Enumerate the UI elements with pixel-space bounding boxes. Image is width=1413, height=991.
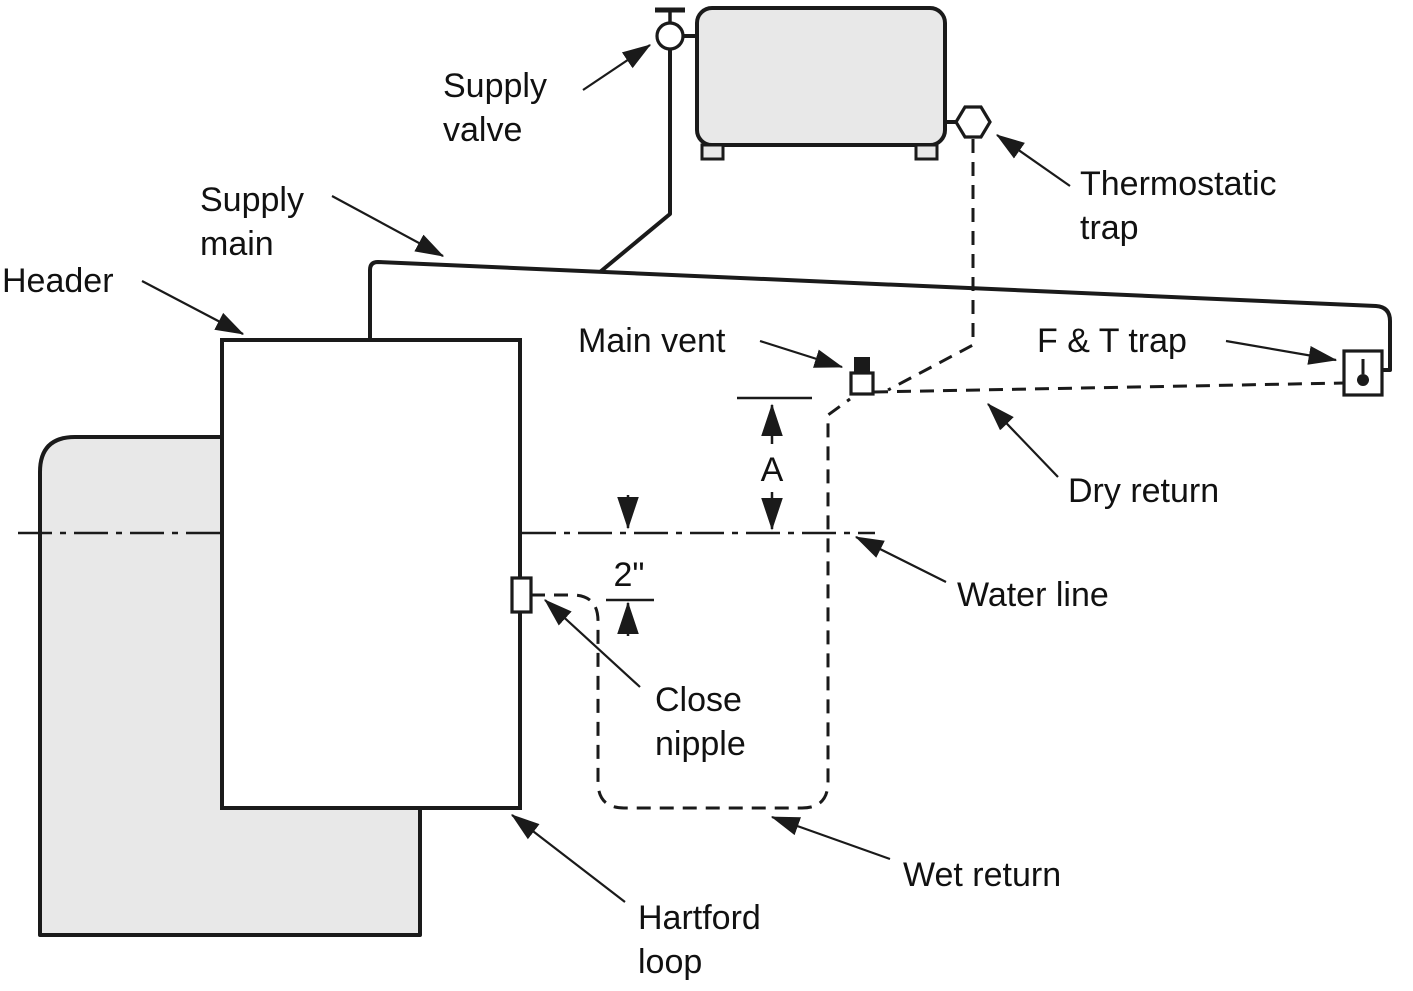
label-supply-main-line1: Supply bbox=[200, 181, 304, 219]
dim-2in-label: 2" bbox=[614, 556, 645, 594]
label-header: Header bbox=[2, 262, 114, 300]
leader-main-vent bbox=[759, 339, 844, 369]
main-vent-body bbox=[849, 371, 875, 396]
label-supply-valve-line2: valve bbox=[443, 111, 522, 149]
label-supply-valve-line1: Supply bbox=[443, 67, 547, 105]
leader-ft-trap bbox=[1225, 339, 1338, 365]
dry-return-line bbox=[873, 381, 1345, 394]
radiator-foot-left bbox=[700, 143, 725, 161]
leader-thermostatic-trap bbox=[996, 134, 1071, 187]
label-main-vent: Main vent bbox=[578, 322, 726, 360]
radiator-supply-pipe bbox=[598, 49, 672, 274]
label-close-nipple-line2: nipple bbox=[655, 725, 746, 763]
supply-valve-symbol bbox=[655, 21, 685, 51]
supply-main-pipe bbox=[368, 260, 1392, 372]
leader-water-line bbox=[854, 536, 947, 583]
leader-hartford-loop bbox=[511, 814, 626, 903]
main-vent-cap bbox=[854, 357, 870, 373]
label-thermostatic-line2: trap bbox=[1080, 209, 1139, 247]
leader-supply-main bbox=[331, 195, 445, 257]
label-close-nipple-line1: Close bbox=[655, 681, 742, 719]
ft-trap-bulb bbox=[1357, 374, 1369, 386]
dim-a-label: A bbox=[761, 451, 784, 489]
thermostatic-trap-symbol bbox=[954, 105, 992, 139]
radiator bbox=[695, 6, 947, 147]
close-nipple bbox=[510, 576, 533, 614]
leader-wet-return bbox=[770, 815, 891, 861]
label-thermostatic-line1: Thermostatic bbox=[1080, 165, 1277, 203]
thermostatic-trap-drop-line bbox=[887, 139, 975, 392]
radiator-foot-right bbox=[914, 143, 939, 161]
leader-header bbox=[141, 280, 245, 335]
label-water-line: Water line bbox=[957, 576, 1109, 614]
label-supply-main-line2: main bbox=[200, 225, 274, 263]
label-ft-trap: F & T trap bbox=[1037, 322, 1187, 360]
label-hartford-line1: Hartford bbox=[638, 899, 761, 937]
label-dry-return: Dry return bbox=[1068, 472, 1219, 510]
wet-return-line bbox=[531, 397, 851, 810]
header-box bbox=[220, 338, 522, 810]
label-hartford-line2: loop bbox=[638, 943, 702, 981]
leader-close-nipple bbox=[544, 599, 641, 688]
leader-supply-valve bbox=[582, 44, 651, 91]
label-wet-return: Wet return bbox=[903, 856, 1061, 894]
leader-dry-return bbox=[987, 403, 1059, 478]
